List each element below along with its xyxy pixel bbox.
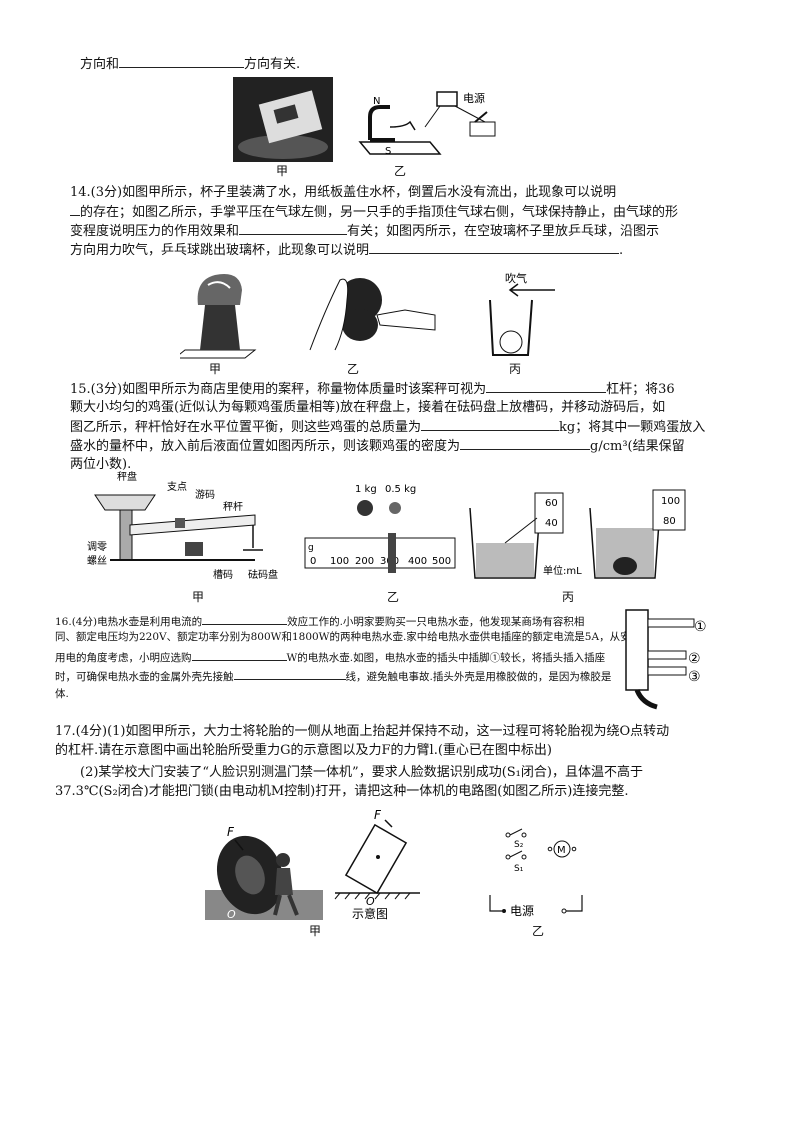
- label-zero2: 螺丝: [87, 555, 107, 567]
- answer-blank[interactable]: [191, 648, 287, 661]
- label-O: O: [366, 895, 375, 908]
- caption-jia: 甲: [308, 924, 321, 938]
- q16-line4: 时，可确保电热水壶的金属外壳先接触线，避免触电事故.插头外壳是用橡胶做的，是因为…: [55, 667, 611, 686]
- label-g: g: [308, 543, 314, 553]
- q15-line2: 颗大小均匀的鸡蛋(近似认为每颗鸡蛋质量相等)放在秤盘上，接着在砝码盘上放槽码，并…: [70, 400, 666, 415]
- q14-line1: 14.(3分)如图甲所示，杯子里装满了水，用纸板盖住水杯，倒置后水没有流出，此现…: [70, 185, 617, 200]
- caption-jia: 甲: [208, 362, 221, 376]
- q16-line1: 16.(4分)电热水壶是利用电流的效应工作的.小明家要购买一只电热水壶，他发现某…: [55, 612, 584, 631]
- label-O: O: [227, 908, 236, 920]
- caption-bing: 丙: [508, 362, 521, 376]
- q13-line: 方向和方向有关.: [80, 55, 301, 72]
- caption-jia: 甲: [275, 164, 288, 178]
- cyl1-mark-60: 60: [545, 498, 558, 509]
- answer-blank[interactable]: [233, 667, 346, 680]
- q15-line1: 15.(3分)如图甲所示为商店里使用的案秤，称量物体质量时该案秤可视为杠杆；将3…: [70, 380, 675, 397]
- q14-figure-bing: 吹气: [480, 270, 560, 360]
- caption-yi: 乙: [386, 590, 399, 604]
- caption-jia: 甲: [191, 590, 204, 604]
- label-power-source: 电源: [510, 904, 534, 918]
- caption-yi: 乙: [346, 362, 359, 376]
- pin-3: ③: [688, 669, 701, 685]
- q17-line4: 37.3℃(S₂闭合)才能把门锁(由电动机M控制)打开，请把这种一体机的电路图(…: [55, 784, 629, 799]
- label-M: M: [557, 845, 566, 856]
- q15-line5: 两位小数).: [70, 457, 132, 472]
- tick-0: 0: [310, 556, 316, 567]
- label-slider: 游码: [195, 488, 215, 501]
- label-S: S: [385, 146, 391, 157]
- caption-bing: 丙: [561, 590, 574, 604]
- answer-blank[interactable]: [70, 203, 80, 216]
- label-N: N: [373, 96, 380, 107]
- pin-1: ①: [694, 619, 707, 635]
- q17-line3: (2)某学校大门安装了“人脸识别测温门禁一体机”，要求人脸数据识别成功(S₁闭合…: [80, 765, 643, 780]
- q17-figure-jia: F O: [205, 820, 323, 921]
- label-05kg: 0.5 kg: [385, 484, 416, 495]
- q16-plug-figure: ① ② ③: [622, 605, 722, 710]
- label-F: F: [227, 825, 235, 839]
- q17-circuit-yi: S₂ S₁ M 电源: [480, 825, 595, 925]
- label-pan: 秤盘: [117, 470, 137, 483]
- cyl1-mark-40: 40: [545, 518, 558, 529]
- q16-line2: 同、额定电压均为220V、额定功率分别为800W和1800W的两种电热水壶.家中…: [55, 631, 642, 643]
- tick-100: 100: [330, 556, 349, 567]
- caption-yi: 乙: [531, 924, 544, 938]
- answer-blank[interactable]: [202, 612, 288, 625]
- caption-yi: 乙: [393, 164, 406, 178]
- q15-figure-yi: 1 kg 0.5 kg g 0 100 200 300 400 500: [300, 478, 460, 586]
- label-power: 电源: [463, 91, 485, 105]
- label-slot: 槽码: [213, 568, 233, 581]
- q17-line2: 的杠杆.请在示意图中画出轮胎所受重力G的示意图以及力F的力臂l.(重心已在图中标…: [55, 743, 552, 758]
- cyl2-mark-80: 80: [663, 516, 676, 527]
- tick-200: 200: [355, 556, 374, 567]
- answer-blank[interactable]: [486, 380, 607, 393]
- q17-schematic: F O 示意图: [330, 805, 430, 921]
- q13-figure-yi: N S 电源: [355, 82, 505, 164]
- q15-figure-jia: 秤盘 支点 游码 秤杆 调零 螺丝 槽码 砝码盘: [85, 470, 285, 585]
- pin-2: ②: [688, 651, 701, 667]
- q13-figure-jia: [233, 77, 333, 162]
- answer-blank[interactable]: [421, 418, 560, 431]
- label-zero1: 调零: [87, 541, 107, 553]
- answer-blank[interactable]: [460, 437, 591, 450]
- answer-blank[interactable]: [239, 222, 348, 235]
- tick-500: 500: [432, 556, 451, 567]
- tick-400: 400: [408, 556, 427, 567]
- q14-line4: 方向用力吹气，乒乓球跳出玻璃杯，此现象可以说明.: [70, 241, 624, 258]
- cyl2-mark-100: 100: [661, 496, 680, 507]
- q14-line2: 的存在；如图乙所示，手掌平压在气球左侧，另一只手的手指顶住气球右侧，气球保持静止…: [70, 203, 678, 222]
- label-F: F: [374, 808, 382, 822]
- label-weightpan: 砝码盘: [248, 568, 278, 581]
- label-beam: 秤杆: [223, 501, 243, 513]
- q14-line3: 变程度说明压力的作用效果和有关；如图丙所示，在空玻璃杯子里放乒乓球，沿图示: [70, 222, 660, 239]
- answer-blank[interactable]: [369, 241, 620, 254]
- q14-figure-jia: [173, 270, 260, 360]
- label-pivot: 支点: [167, 481, 187, 493]
- label-1kg: 1 kg: [355, 484, 377, 495]
- label-S2: S₂: [514, 840, 524, 850]
- q17-line1: 17.(4分)(1)如图甲所示，大力士将轮胎的一侧从地面上抬起并保持不动，这一过…: [55, 724, 670, 739]
- label-unit: 单位:mL: [543, 564, 582, 577]
- q15-figure-bing: 60 40 单位:mL 100 80: [465, 488, 695, 583]
- q16-line5: 体.: [55, 688, 69, 700]
- label-blow: 吹气: [505, 271, 527, 285]
- label-diagram: 示意图: [352, 906, 388, 920]
- q14-figure-yi: [305, 270, 440, 355]
- label-S1: S₁: [514, 864, 524, 874]
- answer-blank[interactable]: [119, 55, 245, 68]
